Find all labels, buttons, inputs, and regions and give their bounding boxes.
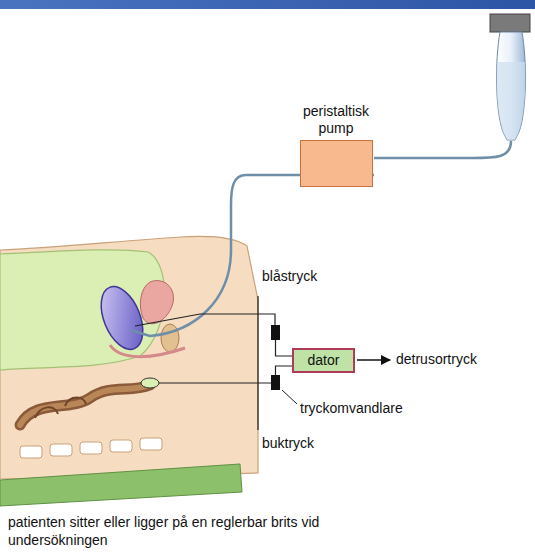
pressure-label: buktryck <box>262 435 314 452</box>
header-band <box>0 0 535 9</box>
bladder-pressure-line <box>135 314 275 326</box>
output-label: detrusortryck <box>396 351 477 368</box>
pump-box: peristaltisk pump <box>300 140 373 187</box>
part-label: tryckomvandlare <box>300 400 403 417</box>
bag-holder <box>490 14 530 32</box>
box-text: dator <box>308 352 340 369</box>
urethra <box>110 345 185 357</box>
body-outline <box>0 236 258 479</box>
transducer <box>271 375 280 390</box>
pressure-label: blåstryck <box>262 268 317 285</box>
signal-wire <box>276 340 293 356</box>
rectum <box>20 385 150 425</box>
abdomen <box>0 250 164 370</box>
signal-wire <box>276 366 293 375</box>
bladder <box>93 281 151 356</box>
rectum-inner <box>20 385 150 425</box>
intestine-fold <box>35 398 86 419</box>
bag-fluid <box>497 62 526 140</box>
box-heading: peristaltisk pump <box>290 103 382 137</box>
body-edge-line <box>257 296 258 430</box>
examination-bench <box>0 464 242 506</box>
rectal-balloon <box>141 378 159 388</box>
pubic-bone <box>161 324 179 352</box>
uterus <box>140 281 173 324</box>
leader-line <box>282 390 297 404</box>
computer-box: dator <box>292 348 355 373</box>
vertebrae <box>20 438 162 458</box>
caption: patienten sitter eller ligger på en regl… <box>8 514 338 549</box>
infusion-tube <box>374 141 511 158</box>
transducer <box>271 325 280 340</box>
filling-catheter <box>130 175 374 336</box>
infusion-bag <box>497 32 526 140</box>
output-arrow <box>357 359 390 361</box>
